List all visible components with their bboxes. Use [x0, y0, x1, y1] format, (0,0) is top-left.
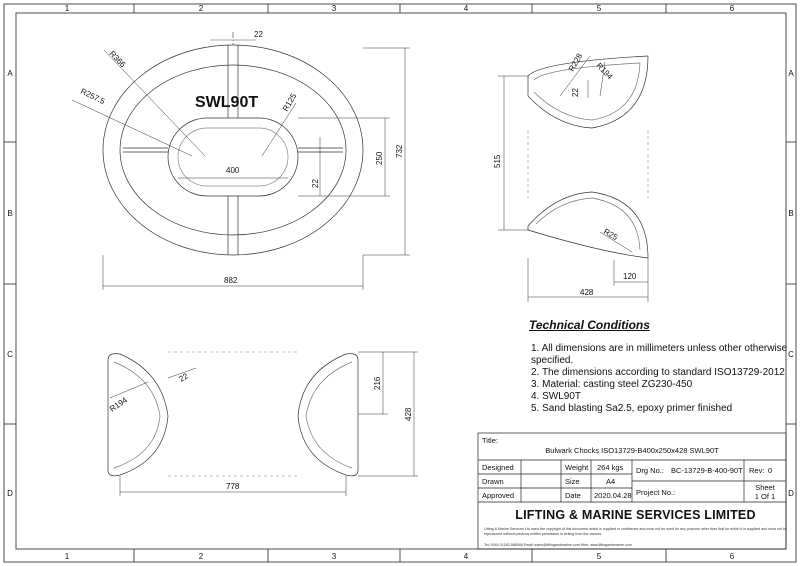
grid-row-a-right: A [788, 69, 794, 78]
grid-col-5-bottom: 5 [597, 552, 602, 561]
weight-label: Weight [565, 463, 589, 472]
dim-mid-22: 22 [311, 179, 320, 188]
title-block [477, 432, 787, 550]
dim-428-side: 428 [580, 288, 594, 297]
grid-col-4-top: 4 [464, 4, 469, 13]
technical-item: 5. Sand blasting Sa2.5, epoxy primer fin… [531, 403, 733, 414]
grid-col-1-top: 1 [65, 4, 70, 13]
dim-428-end: 428 [404, 407, 413, 421]
sheet-value: 1 Of 1 [754, 492, 776, 501]
date-value: 2020.04.28 [594, 491, 632, 500]
dim-22-side: 22 [571, 88, 580, 97]
dim-r366: R366 [108, 49, 128, 69]
top-view-outer-outline [102, 44, 364, 256]
title-value: Bulwark Chocks ISO13729-B400x250x428 SWL… [545, 446, 719, 455]
drg-no-label: Drg No.: [636, 466, 664, 475]
dim-r194-side: R194 [595, 61, 615, 81]
top-view-inner-outline [119, 64, 347, 236]
dim-r257-5: R257.5 [79, 87, 107, 107]
dim-778: 778 [226, 482, 240, 491]
rev-value: 0 [768, 466, 773, 475]
dim-400: 400 [226, 166, 240, 175]
project-no-label: Project No.: [636, 488, 676, 497]
approved-label: Approved [482, 491, 515, 500]
end-view-right-arc [297, 353, 359, 477]
drawing-frame [3, 3, 797, 563]
dim-732: 732 [395, 144, 404, 158]
top-view-opening [167, 117, 299, 197]
technical-conditions-list: 1. All dimensions are in millimeters unl… [531, 343, 789, 415]
grid-row-b-left: B [7, 209, 12, 218]
drg-no-value: BC-13729-B-400-90T [671, 466, 743, 475]
weight-value: 264 kgs [597, 463, 624, 472]
top-view-label: SWL90T [195, 94, 258, 111]
side-view [527, 55, 649, 259]
dim-r228: R228 [567, 51, 585, 73]
grid-row-c-left: C [7, 350, 13, 359]
technical-item: 3. Material: casting steel ZG230-450 [531, 379, 693, 390]
date-label: Date [565, 491, 581, 500]
dim-r25: R25 [602, 227, 620, 242]
drawn-label: Drawn [482, 477, 504, 486]
rev-label: Rev: [749, 466, 765, 475]
dim-22-end: 22 [178, 371, 191, 384]
technical-conditions-heading: Technical Conditions [529, 318, 650, 332]
side-view-lower-arc [527, 191, 649, 259]
grid-row-d-left: D [7, 489, 13, 498]
end-view-left-arc [107, 353, 169, 477]
grid-row-d-right: D [788, 489, 794, 498]
title-label: Title: [482, 436, 498, 445]
grid-col-1-bottom: 1 [65, 552, 70, 561]
size-label: Size [565, 477, 580, 486]
grid-col-2-top: 2 [199, 4, 204, 13]
grid-row-b-right: B [788, 209, 793, 218]
top-view [102, 32, 364, 256]
dim-216: 216 [373, 376, 382, 390]
sheet-label: Sheet [755, 483, 775, 492]
dim-r194-end: R194 [108, 395, 129, 413]
side-view-upper-arc [527, 55, 649, 129]
technical-item: 1. All dimensions are in millimeters unl… [531, 343, 788, 366]
dim-r125: R125 [281, 91, 299, 113]
dim-882: 882 [224, 276, 238, 285]
dim-top-22: 22 [254, 30, 263, 39]
dim-515: 515 [493, 154, 502, 168]
grid-col-6-top: 6 [730, 4, 735, 13]
company-name: LIFTING & MARINE SERVICES LIMITED [515, 508, 756, 522]
grid-col-3-bottom: 3 [332, 552, 337, 561]
technical-item: 2. The dimensions according to standard … [531, 367, 785, 378]
dim-120: 120 [623, 272, 637, 281]
top-view-dimensions [71, 47, 410, 290]
size-value: A4 [606, 477, 616, 486]
copyright-notice: Lifting & Marine Services Ltd owns the c… [484, 527, 788, 536]
grid-row-c-right: C [788, 350, 794, 359]
end-view-dimensions [109, 351, 418, 496]
grid-col-5-top: 5 [597, 4, 602, 13]
grid-col-3-top: 3 [332, 4, 337, 13]
grid-col-2-bottom: 2 [199, 552, 204, 561]
designed-label: Designed [482, 463, 514, 472]
contact-line: Tel: 0044 01283 588948 Email: sales@lift… [484, 543, 632, 547]
grid-row-a-left: A [7, 69, 13, 78]
grid-col-4-bottom: 4 [464, 552, 469, 561]
grid-col-6-bottom: 6 [730, 552, 735, 561]
dim-250: 250 [375, 151, 384, 165]
end-view [107, 351, 359, 477]
side-view-dimensions [498, 55, 649, 302]
technical-item: 4. SWL90T [531, 391, 582, 402]
